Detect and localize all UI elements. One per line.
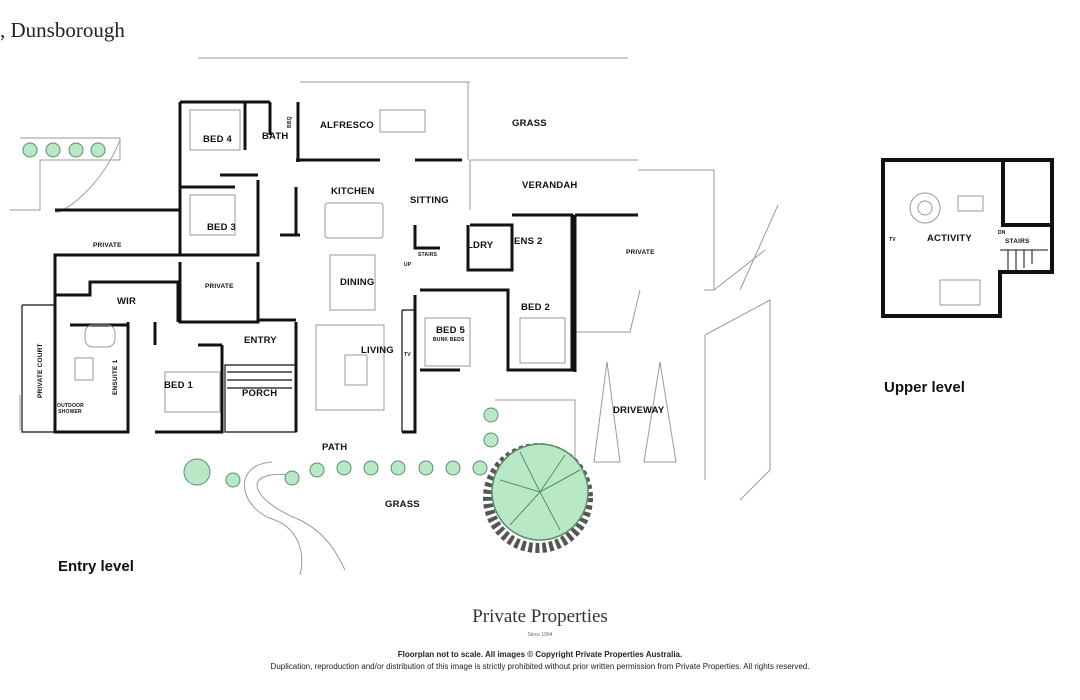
walls-thin <box>21 304 415 433</box>
room-label-grass-bottom: GRASS <box>385 499 420 510</box>
upper-label-activity: ACTIVITY <box>927 233 972 244</box>
room-label-tv: TV <box>404 352 411 358</box>
room-label-driveway: DRIVEWAY <box>613 405 665 416</box>
room-label-outdoor-shower: OUTDOOR SHOWER <box>57 403 84 415</box>
walls-entry-level <box>53 100 638 434</box>
room-label-bed1: BED 1 <box>164 380 193 391</box>
room-label-dining: DINING <box>340 277 375 288</box>
room-label-kitchen: KITCHEN <box>331 186 375 197</box>
room-label-entry: ENTRY <box>244 335 277 346</box>
room-label-bath: BATH <box>262 131 289 142</box>
walls-upper-level <box>881 158 1054 318</box>
room-label-living: LIVING <box>361 345 394 356</box>
upper-label-dn: DN <box>998 230 1006 236</box>
upper-label-stairs: STAIRS <box>1005 238 1030 245</box>
footer-note-rights: Duplication, reproduction and/or distrib… <box>270 662 810 671</box>
room-label-bed3: BED 3 <box>207 222 236 233</box>
room-label-private-right: PRIVATE <box>626 249 655 256</box>
upper-stairs <box>1000 249 1048 272</box>
room-label-sitting: SITTING <box>410 195 449 206</box>
room-label-private-court: PRIVATE COURT <box>37 343 44 398</box>
room-label-path: PATH <box>322 442 348 453</box>
level-title-upper: Upper level <box>884 379 965 396</box>
large-tree <box>483 443 593 553</box>
room-label-private-left: PRIVATE <box>93 242 122 249</box>
room-label-up: UP <box>404 262 412 268</box>
room-label-verandah: VERANDAH <box>522 180 578 191</box>
room-label-private-mid: PRIVATE <box>205 283 234 290</box>
room-label-porch: PORCH <box>242 388 278 399</box>
level-title-entry: Entry level <box>58 558 134 575</box>
room-label-bed5: BED 5 <box>436 325 465 336</box>
site-lines <box>10 57 779 576</box>
room-label-ldry: LDRY <box>467 240 494 251</box>
brand-since: Since 1994 <box>527 632 553 638</box>
furniture <box>74 109 984 413</box>
room-label-ensuite1: ENSUITE 1 <box>112 359 119 395</box>
page-title: , Dunsborough <box>0 18 125 42</box>
room-label-alfresco: ALFRESCO <box>320 120 374 131</box>
room-label-grass-top: GRASS <box>512 118 547 129</box>
footer-note-copyright: Floorplan not to scale. All images © Cop… <box>397 650 683 659</box>
room-label-wir: WIR <box>117 296 137 307</box>
upper-label-tv: TV <box>889 237 896 243</box>
shrubs <box>22 142 499 488</box>
brand-logo-text: Private Properties <box>472 606 608 627</box>
room-label-ens2: ENS 2 <box>514 236 543 247</box>
room-label-bed2: BED 2 <box>521 302 550 313</box>
room-label-bed4: BED 4 <box>203 134 232 145</box>
room-label-bunk-beds: BUNK BEDS <box>433 337 465 343</box>
room-label-bbq: BBQ <box>287 116 293 128</box>
room-label-stairs: STAIRS <box>418 252 438 258</box>
